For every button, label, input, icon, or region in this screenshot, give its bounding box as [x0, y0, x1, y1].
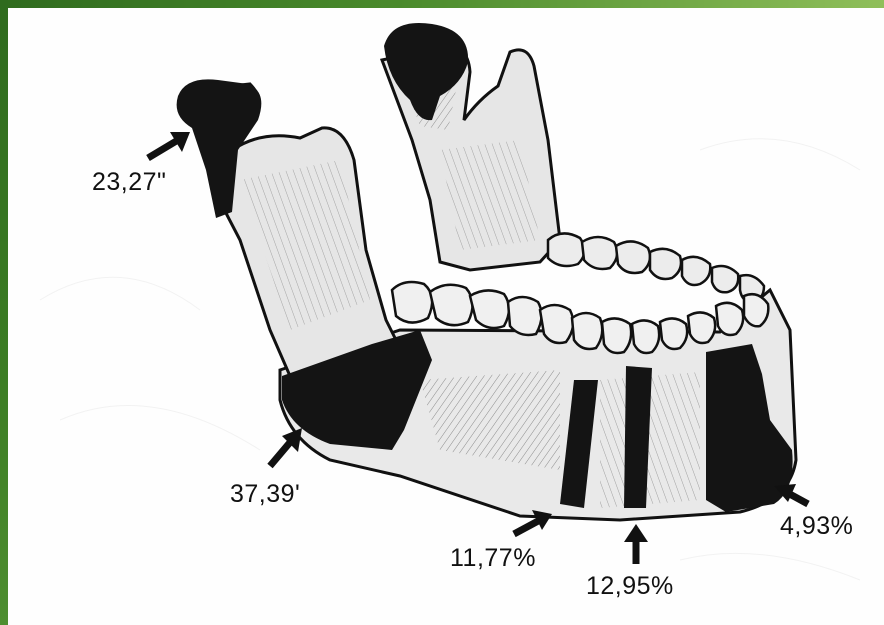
mandible-illustration [8, 8, 884, 625]
arrow-angle [270, 428, 302, 466]
label-body-premolar: 12,95% [586, 572, 674, 601]
label-condyle: 23,27" [92, 168, 166, 197]
label-body-molar: 11,77% [450, 544, 536, 573]
label-angle: 37,39' [230, 480, 300, 509]
label-symphysis: 4,93% [780, 512, 853, 541]
left-border-bar [0, 0, 8, 625]
top-border-bar [0, 0, 884, 8]
far-teeth [548, 233, 764, 302]
arrow-body-premolar [624, 524, 648, 564]
arrow-condyle [148, 132, 190, 158]
